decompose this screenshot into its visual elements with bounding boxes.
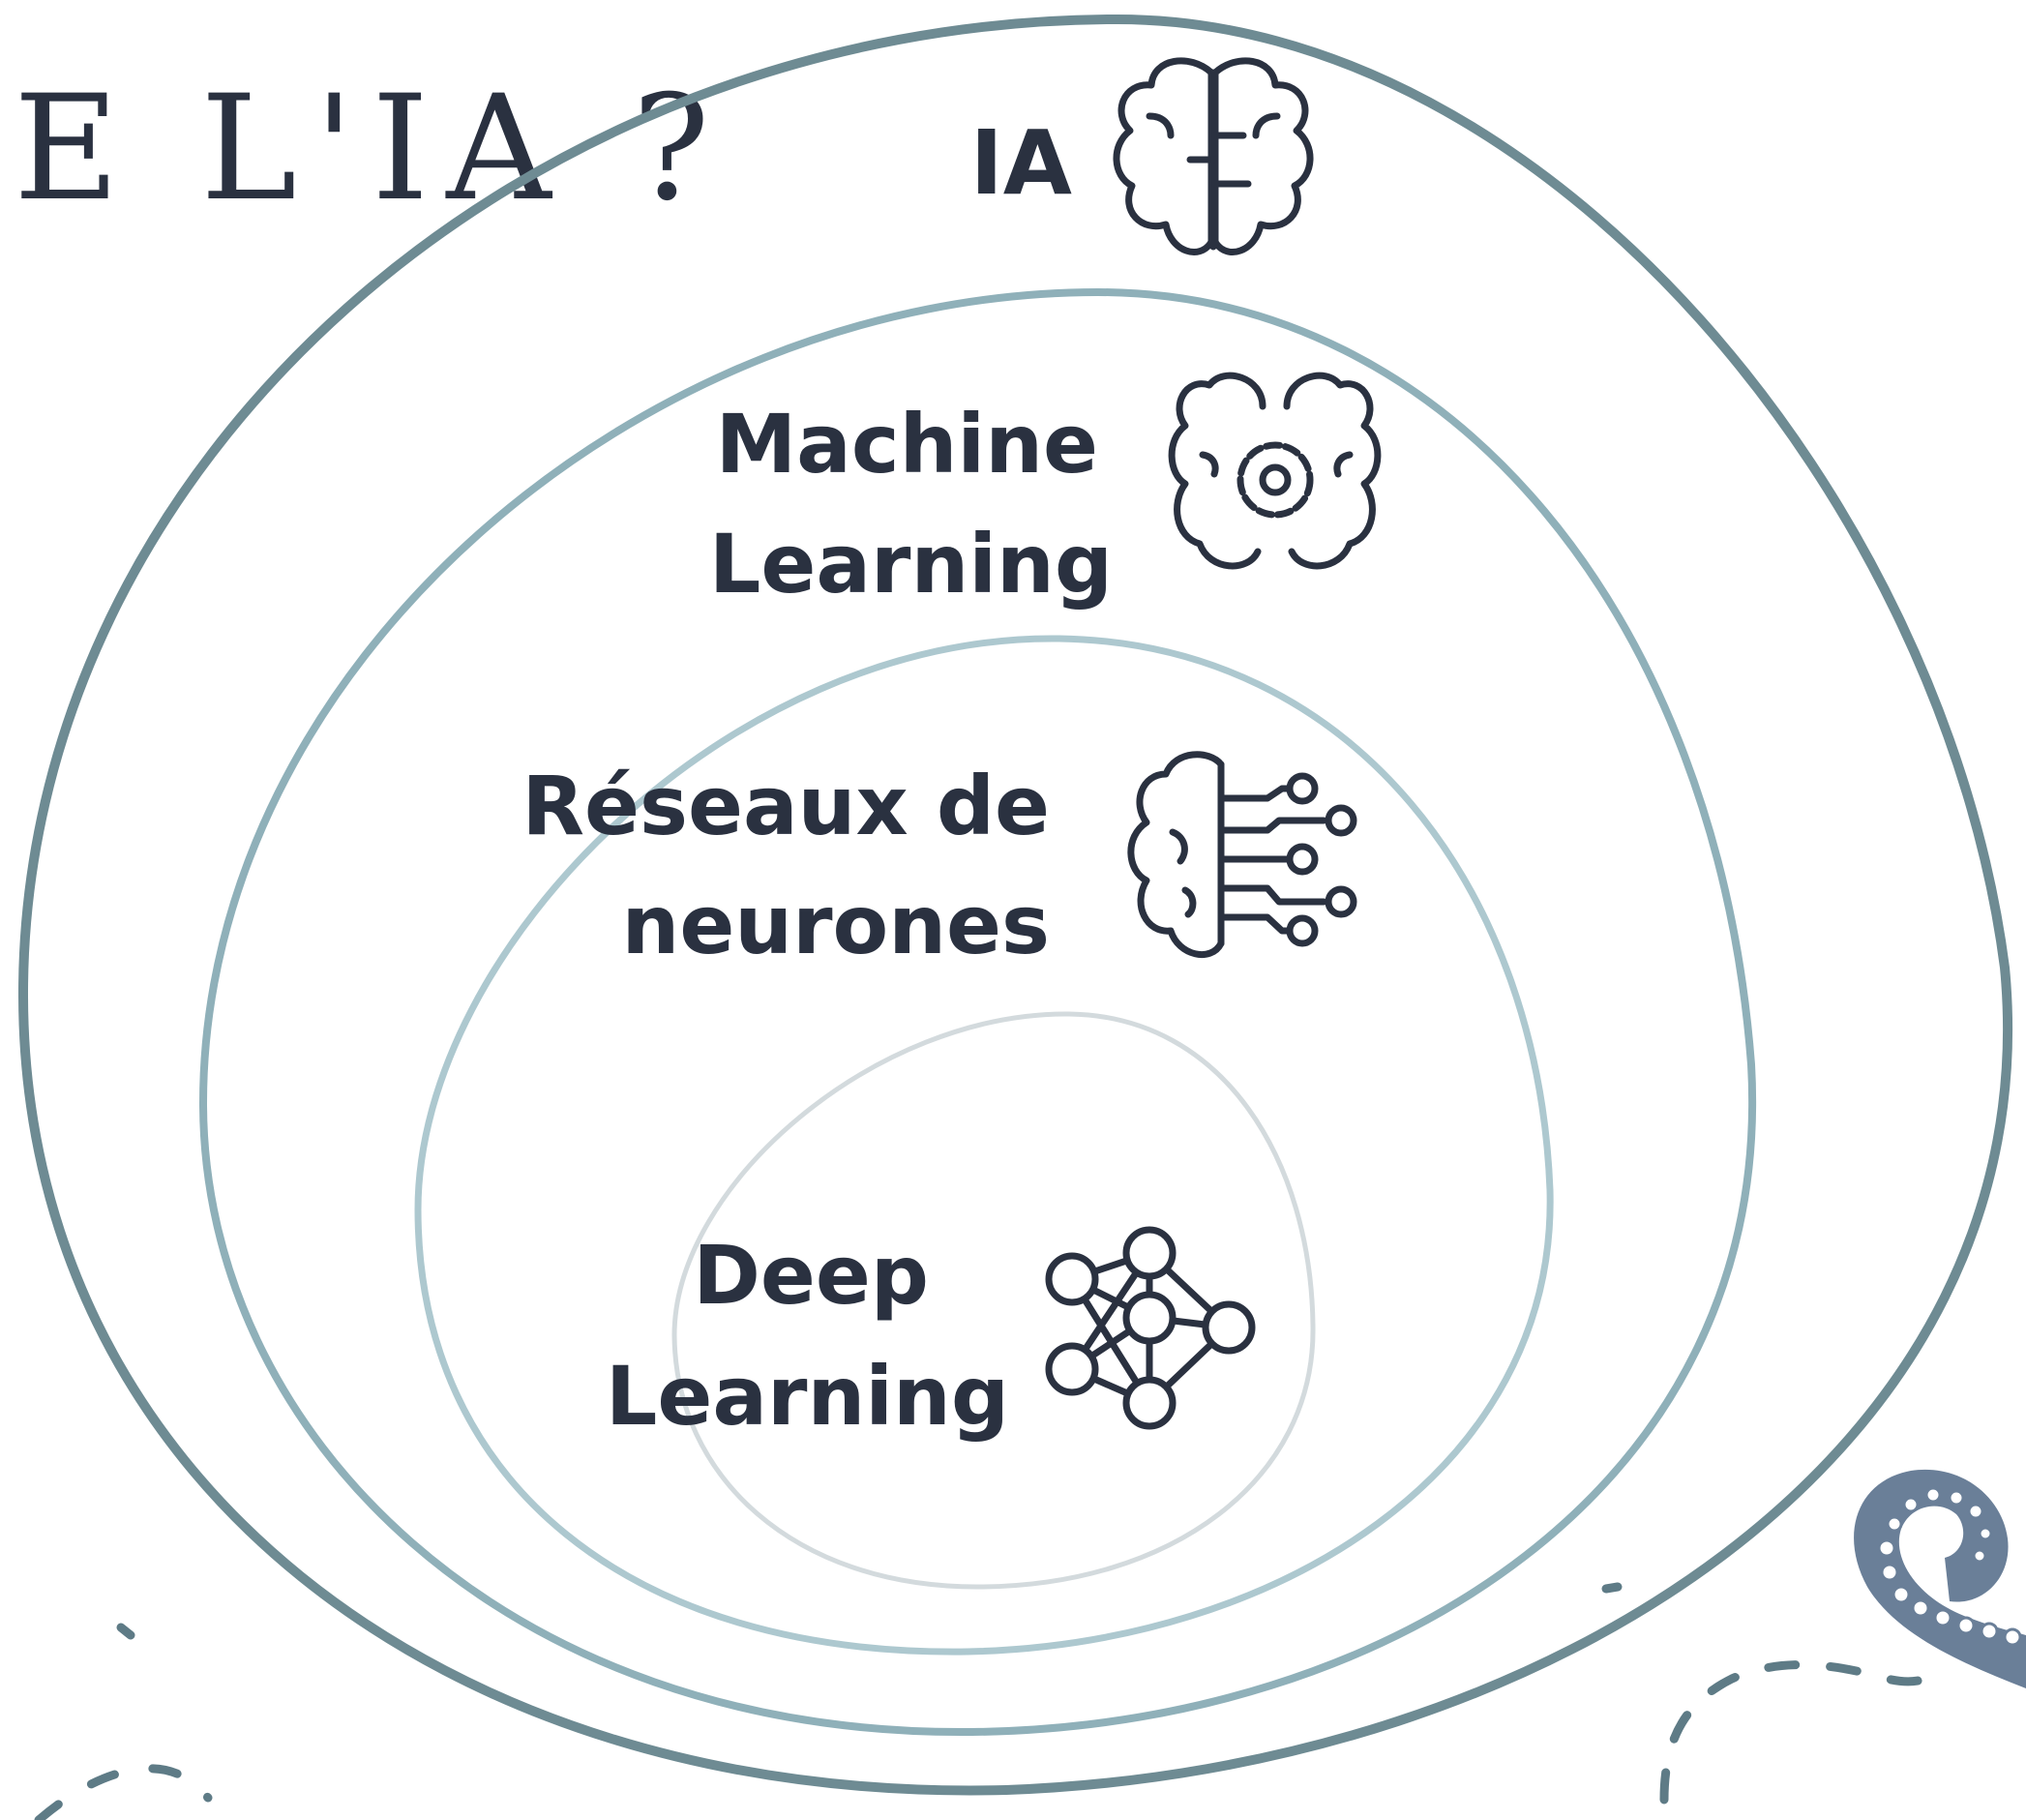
tentacle-decoration bbox=[1854, 1469, 2026, 1688]
brain-gear-icon bbox=[1168, 372, 1382, 570]
brain-icon bbox=[1113, 57, 1314, 255]
neural-network-icon bbox=[1045, 1226, 1256, 1430]
dl-label-line-1: Deep bbox=[693, 1228, 929, 1323]
ia-label: IA bbox=[970, 111, 1072, 215]
nn-label-line-1: Réseaux de bbox=[521, 759, 1050, 853]
brain-circuit-icon bbox=[1127, 751, 1357, 959]
dl-layer-boundary bbox=[671, 1011, 1316, 1590]
dl-label-line-2: Learning bbox=[606, 1349, 1009, 1444]
ml-label-line-1: Machine bbox=[716, 397, 1098, 492]
ml-label-line-2: Learning bbox=[709, 517, 1113, 612]
ml-layer-boundary bbox=[198, 287, 1757, 1737]
nn-layer-boundary bbox=[414, 635, 1554, 1656]
ia-layer-boundary bbox=[17, 14, 2013, 1796]
nn-label-line-2: neurones bbox=[622, 878, 1050, 972]
page-title: E L'IA ? bbox=[14, 65, 728, 233]
dashed-swirl-decoration bbox=[34, 1582, 1950, 1820]
